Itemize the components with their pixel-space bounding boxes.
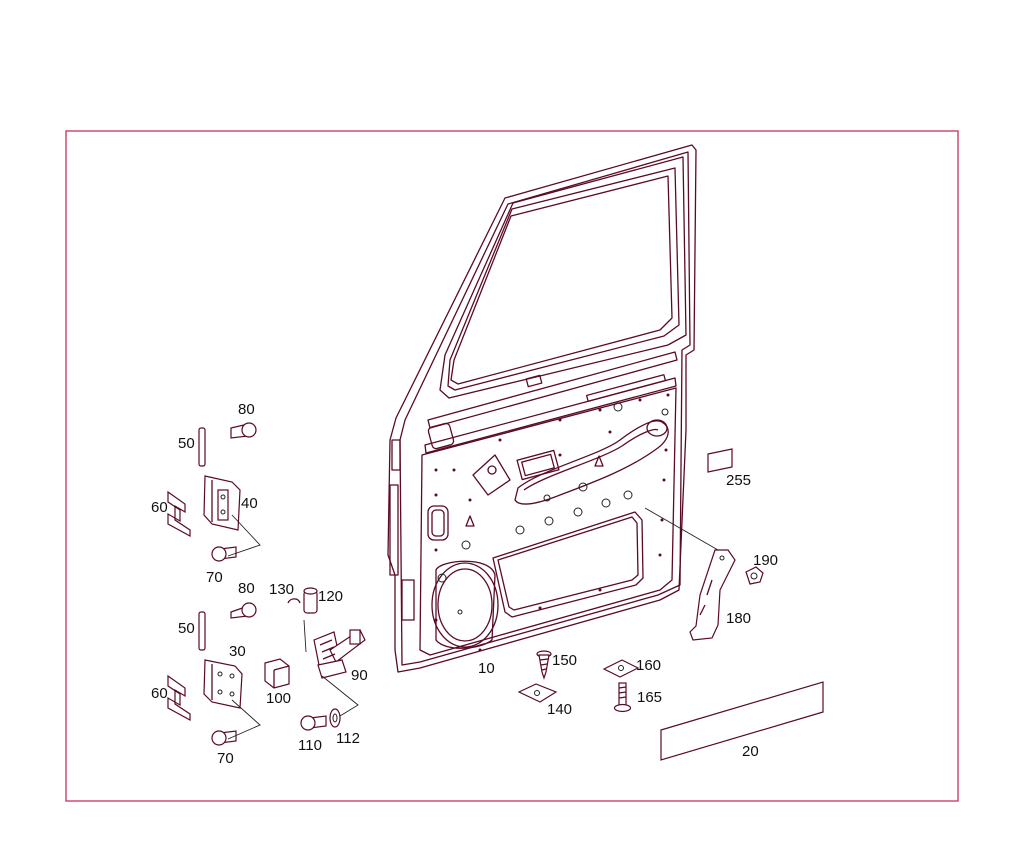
label-190: 190 [753,552,778,569]
label-120: 120 [318,588,343,605]
washer[interactable] [329,708,341,728]
label-90: 90 [351,667,368,684]
label-160: 160 [636,657,661,674]
stop-block[interactable] [264,658,290,689]
label-180: 180 [726,610,751,627]
label-80b: 80 [238,580,255,597]
label-20: 20 [742,743,759,760]
label-70a: 70 [206,569,223,586]
label-30: 30 [229,643,246,660]
clip[interactable] [287,598,301,604]
label-60b: 60 [151,685,168,702]
nut[interactable] [745,566,764,585]
pad-plate[interactable] [602,659,640,678]
trim-strip[interactable] [660,681,824,761]
lower-hinge-screw[interactable] [211,730,237,746]
label-140: 140 [547,701,572,718]
tapping-screw[interactable] [536,650,552,680]
label-165: 165 [637,689,662,706]
door-shell[interactable] [387,144,697,673]
upper-hinge[interactable] [203,475,241,531]
upper-hinge-pin[interactable] [198,427,206,467]
label-150: 150 [552,652,577,669]
label-50b: 50 [178,620,195,637]
label-40: 40 [241,495,258,512]
retainer-plate[interactable] [517,683,558,703]
lower-hinge-bolt[interactable] [230,602,257,619]
upper-hinge-bolt[interactable] [230,422,257,439]
part-number-labels: 10 20 30 40 50 50 60 60 70 70 80 80 90 1… [151,401,778,767]
label-130: 130 [269,581,294,598]
label-100: 100 [266,690,291,707]
upper-hinge-screw[interactable] [211,546,237,562]
label-112: 112 [336,730,360,747]
label-60a: 60 [151,499,168,516]
upper-shim[interactable] [167,490,191,538]
lower-hinge-pin[interactable] [198,611,206,651]
label-10: 10 [478,660,495,677]
panel-dots [434,393,670,652]
lower-hinge[interactable] [203,659,243,709]
diagram-frame [65,130,959,802]
sticker-label[interactable] [707,448,733,473]
label-50a: 50 [178,435,195,452]
door-check[interactable] [313,629,366,679]
mounting-bolt[interactable] [613,682,632,713]
plug[interactable] [303,587,318,614]
label-80a: 80 [238,401,255,418]
label-255: 255 [726,472,751,489]
support-bracket[interactable] [689,549,736,641]
label-110: 110 [298,737,322,754]
lower-shim[interactable] [167,674,191,722]
check-screw[interactable] [300,715,327,731]
label-70b: 70 [217,750,234,767]
panel-holes [437,402,669,615]
